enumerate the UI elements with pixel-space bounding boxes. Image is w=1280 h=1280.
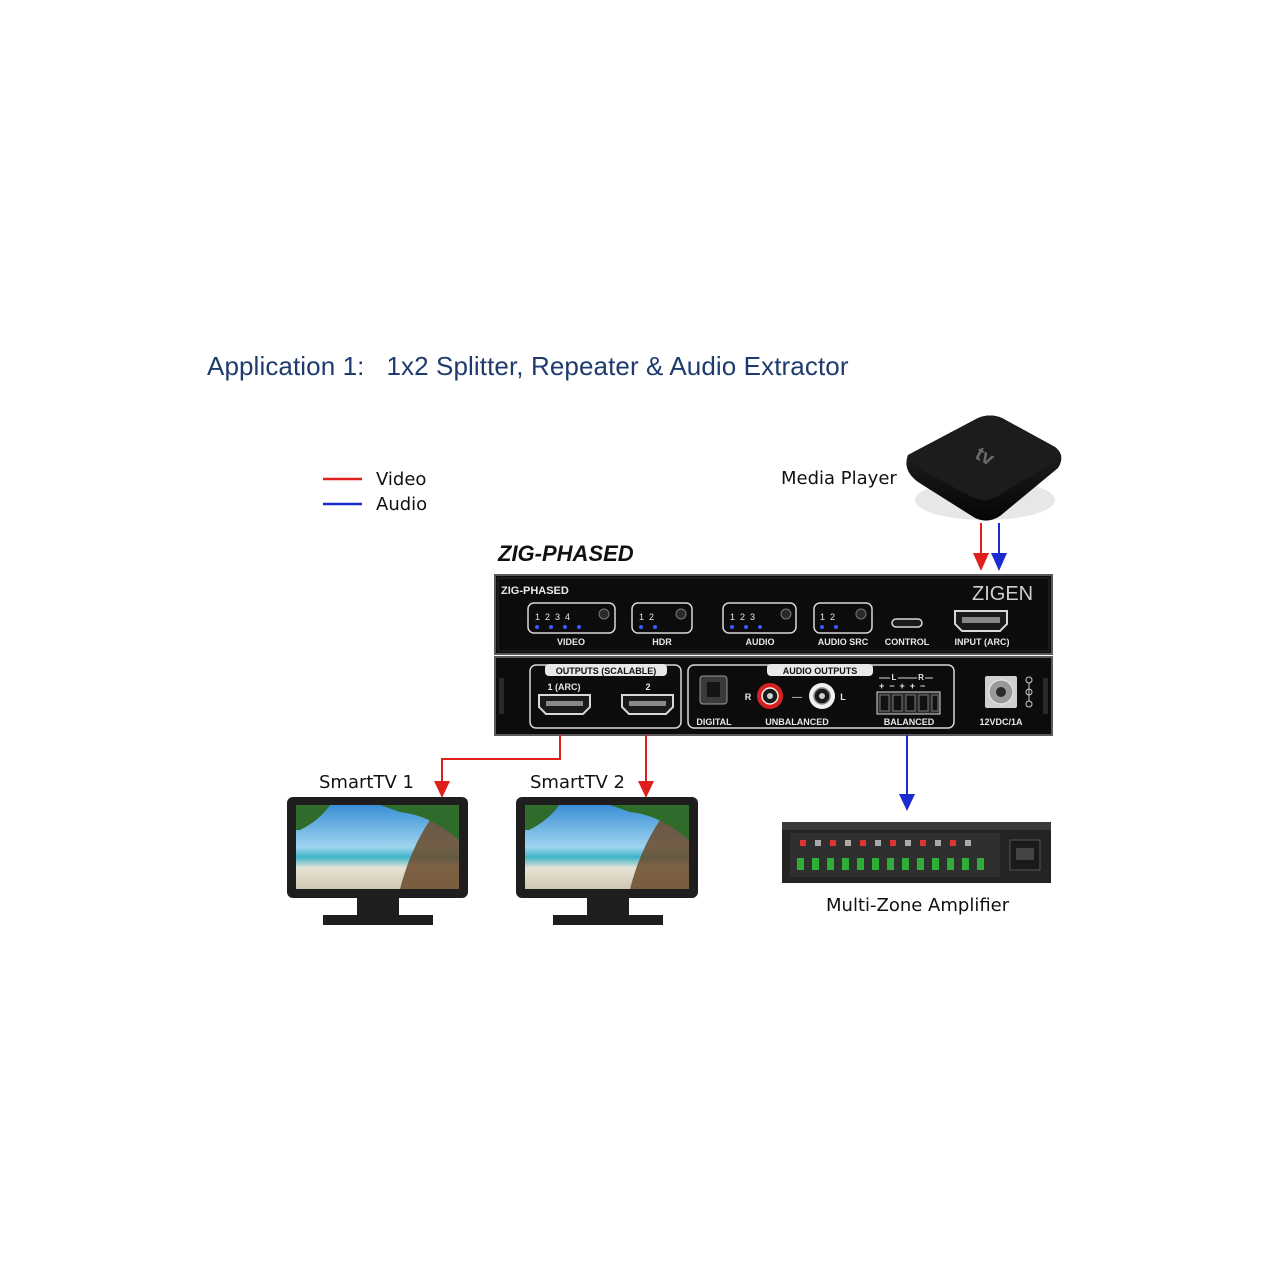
front-model: ZIG-PHASED [501, 585, 569, 597]
audio-src-nums: 1 2 [820, 612, 835, 622]
audio-label: AUDIO [746, 637, 775, 647]
amplifier-label: Multi-Zone Amplifier [826, 895, 1010, 916]
audio-outputs-title: AUDIO OUTPUTS [783, 666, 858, 676]
brand-logo: ZIGEN [972, 583, 1033, 605]
output1-label: 1 (ARC) [548, 682, 581, 692]
svg-text:L: L [892, 673, 897, 682]
audio-src-label: AUDIO SRC [818, 637, 869, 647]
page-title: Application 1: 1x2 Splitter, Repeater & … [207, 351, 849, 381]
arrow-down-icon [638, 781, 654, 798]
arrow-down-icon [973, 553, 989, 571]
outputs-title: OUTPUTS (SCALABLE) [556, 666, 657, 676]
apple-tv-icon: tv [906, 415, 1062, 521]
svg-text:R: R [745, 692, 752, 702]
usb-c-port [891, 618, 923, 628]
svg-text:+ − + + −: + − + + − [879, 681, 925, 691]
unbalanced-label: UNBALANCED [765, 717, 829, 727]
product-name: ZIG-PHASED [498, 541, 634, 566]
input-label: INPUT (ARC) [955, 637, 1010, 647]
output-audio-line [899, 735, 915, 811]
video-nums: 1 2 3 4 [535, 612, 570, 622]
legend-swatches [323, 477, 362, 506]
rear-panel: OUTPUTS (SCALABLE) 1 (ARC) 2 AUDIO OUTPU… [494, 656, 1053, 736]
audio-nums: 1 2 3 [730, 612, 755, 622]
television-icon [287, 797, 468, 925]
front-panel: ZIG-PHASED ZIGEN 1 2 3 4 VIDEO 1 2 HDR 1… [494, 574, 1053, 655]
svg-text:R: R [918, 673, 924, 682]
media-player-label: Media Player [781, 468, 897, 489]
television-icon [516, 797, 698, 925]
output2-label: 2 [645, 682, 650, 692]
legend-video-label: Video [376, 469, 427, 490]
svg-text:L: L [840, 692, 846, 702]
power-label: 12VDC/1A [979, 717, 1023, 727]
arrow-down-icon [899, 794, 915, 811]
hdr-nums: 1 2 [639, 612, 654, 622]
output-video-lines [434, 735, 654, 798]
amplifier-icon [782, 822, 1051, 883]
balanced-label: BALANCED [884, 717, 935, 727]
arrow-down-icon [434, 781, 450, 798]
video-label: VIDEO [557, 637, 585, 647]
input-arrows [973, 523, 1007, 571]
control-label: CONTROL [885, 637, 930, 647]
hdr-label: HDR [652, 637, 672, 647]
smarttv2-label: SmartTV 2 [530, 772, 625, 793]
arrow-down-icon [991, 553, 1007, 571]
digital-label: DIGITAL [696, 717, 732, 727]
svg-text:—: — [792, 692, 802, 703]
legend-audio-label: Audio [376, 494, 428, 515]
smarttv1-label: SmartTV 1 [319, 772, 414, 793]
